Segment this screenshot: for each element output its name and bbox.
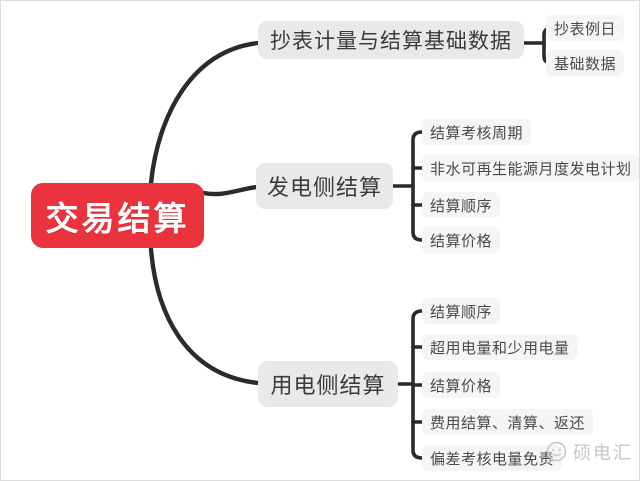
leaf-node-settlement-price-generation: 结算价格 bbox=[422, 227, 501, 253]
leaf-node-settlement-price-consumption: 结算价格 bbox=[422, 372, 501, 398]
leaf-node-nonhydro-renewable-monthly-generation-plan: 非水可再生能源月度发电计划 bbox=[422, 155, 639, 181]
leaf-node-meter-reading-days: 抄表例日 bbox=[546, 15, 625, 41]
leaf-node-settlement-order-consumption: 结算顺序 bbox=[422, 298, 501, 324]
leaf-node-settlement-assessment-cycle: 结算考核周期 bbox=[422, 119, 532, 145]
connector-root-to-generation-branch bbox=[201, 184, 260, 197]
bracket-consumption-branch bbox=[396, 309, 424, 460]
leaf-node-over-and-under-usage: 超用电量和少用电量 bbox=[422, 334, 578, 360]
watermark: 硕电汇 bbox=[545, 439, 633, 465]
branch-node-generation-settlement: 发电侧结算 bbox=[256, 163, 393, 209]
smiley-face-logo-icon bbox=[546, 441, 567, 464]
branch-node-consumption-settlement: 用电侧结算 bbox=[258, 361, 398, 407]
root-node-transaction-settlement: 交易结算 bbox=[31, 183, 204, 248]
bracket-generation-branch bbox=[391, 130, 424, 242]
branch-node-meter-data: 抄表计量与结算基础数据 bbox=[258, 21, 524, 59]
connector-root-to-consumption-branch bbox=[148, 246, 261, 386]
leaf-node-settlement-order-generation: 结算顺序 bbox=[422, 192, 501, 218]
leaf-node-fee-settlement-clearing-refund: 费用结算、清算、返还 bbox=[422, 409, 594, 435]
leaf-node-deviation-assessment-exemption: 偏差考核电量免责 bbox=[422, 445, 563, 471]
leaf-node-basic-data: 基础数据 bbox=[546, 50, 625, 76]
watermark-text: 硕电汇 bbox=[573, 443, 633, 463]
connector-root-to-meter-branch bbox=[148, 40, 261, 186]
